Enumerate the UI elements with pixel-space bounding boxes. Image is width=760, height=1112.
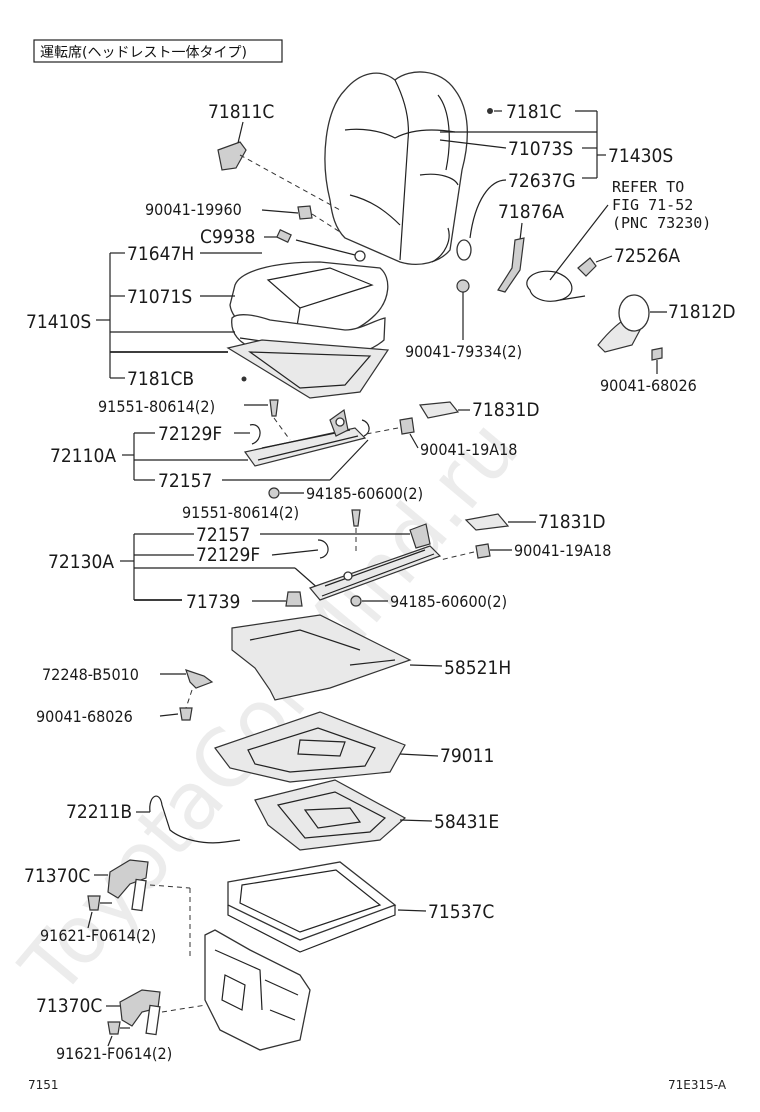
label-71812D: 71812D — [668, 301, 736, 323]
refer-note-line1: REFER TO — [612, 178, 684, 196]
label-72526A: 72526A — [614, 245, 680, 267]
bolt-icon — [87, 895, 101, 911]
seat-pan-79011 — [214, 711, 406, 783]
pin-icon — [276, 229, 292, 243]
label-91621-F0614-b: 91621-F0614(2) — [56, 1044, 172, 1063]
label-71739: 71739 — [186, 591, 240, 613]
seat-mat-58521H — [231, 614, 412, 701]
label-71430S: 71430S — [608, 145, 673, 167]
bolt-icon — [399, 417, 415, 435]
track-cover-a — [418, 401, 460, 419]
label-72129F-a: 72129F — [158, 423, 222, 445]
label-90041-68026-mid: 90041-68026 — [36, 707, 133, 726]
frame-71537C — [227, 861, 397, 941]
seat-track-upper — [243, 408, 367, 467]
label-7181C: 7181C — [506, 101, 561, 123]
wire-72211B — [149, 795, 241, 844]
label-72211B: 72211B — [66, 801, 132, 823]
footer-figure-id: 71E315-A — [668, 1078, 727, 1092]
release-lever — [497, 237, 525, 293]
clip-icon — [487, 108, 493, 114]
nut-icon — [268, 487, 280, 499]
label-72110A: 72110A — [50, 445, 116, 467]
label-71370C-a: 71370C — [24, 865, 90, 887]
label-91621-F0614-a: 91621-F0614(2) — [40, 926, 156, 945]
bolt-icon — [179, 707, 193, 721]
label-72129F-b: 72129F — [196, 544, 260, 566]
seat-track-lower — [308, 523, 442, 601]
label-71537C: 71537C — [428, 901, 494, 923]
label-71073S: 71073S — [508, 138, 573, 160]
label-90041-19A18-b: 90041-19A18 — [514, 541, 611, 560]
label-90041-79334: 90041-79334(2) — [405, 342, 522, 361]
label-94185-60600-b: 94185-60600(2) — [390, 592, 507, 611]
label-72157-b: 72157 — [196, 524, 250, 546]
bolt-icon — [351, 509, 361, 527]
label-90041-19A18-a: 90041-19A18 — [420, 440, 517, 459]
label-71876A: 71876A — [498, 201, 564, 223]
stopper-icon — [285, 591, 303, 607]
clip-72526A — [577, 257, 597, 277]
refer-note-line3: (PNC 73230) — [612, 214, 711, 232]
bolt-icon — [107, 1021, 121, 1035]
label-91551-80614-a: 91551-80614(2) — [98, 397, 215, 416]
label-91551-80614-b: 91551-80614(2) — [182, 503, 299, 522]
seat-back-illustration — [324, 71, 468, 265]
hinge-cover — [217, 141, 247, 171]
bolt-icon — [651, 347, 663, 361]
label-71647H: 71647H — [127, 243, 194, 265]
label-71831D-a: 71831D — [472, 399, 540, 421]
refer-note-line2: FIG 71-52 — [612, 196, 693, 214]
footer-page-number: 7151 — [28, 1078, 59, 1092]
label-71410S: 71410S — [26, 311, 91, 333]
label-7181CB: 7181CB — [127, 368, 194, 390]
label-90041-19960: 90041-19960 — [145, 200, 242, 219]
label-71831D-b: 71831D — [538, 511, 606, 533]
label-72157-a: 72157 — [158, 470, 212, 492]
label-71811C: 71811C — [208, 101, 274, 123]
label-58431E: 58431E — [434, 811, 499, 833]
label-72130A: 72130A — [48, 551, 114, 573]
bracket-icon — [185, 669, 214, 689]
bolt-icon — [269, 399, 279, 417]
label-71071S: 71071S — [127, 286, 192, 308]
label-72637G: 72637G — [508, 170, 576, 192]
caption: 運転席(ヘッドレスト一体タイプ) — [40, 45, 247, 61]
label-71370C-b: 71370C — [36, 995, 102, 1017]
label-58521H: 58521H — [444, 657, 511, 679]
bolt-icon — [456, 279, 470, 293]
label-90041-68026-top: 90041-68026 — [600, 376, 697, 395]
label-79011: 79011 — [440, 745, 494, 767]
floor-panel-illustration — [204, 929, 311, 1051]
label-72248-B5010: 72248-B5010 — [42, 665, 139, 684]
label-C9938: C9938 — [200, 226, 255, 248]
label-94185-60600-a: 94185-60600(2) — [306, 484, 423, 503]
caption-box — [33, 39, 283, 63]
bolt-icon — [475, 543, 491, 559]
track-cover-b — [464, 513, 510, 531]
tray-58431E — [254, 779, 407, 851]
cushion-frame — [226, 339, 390, 399]
bolt-icon — [297, 205, 313, 220]
nut-icon — [350, 595, 362, 607]
